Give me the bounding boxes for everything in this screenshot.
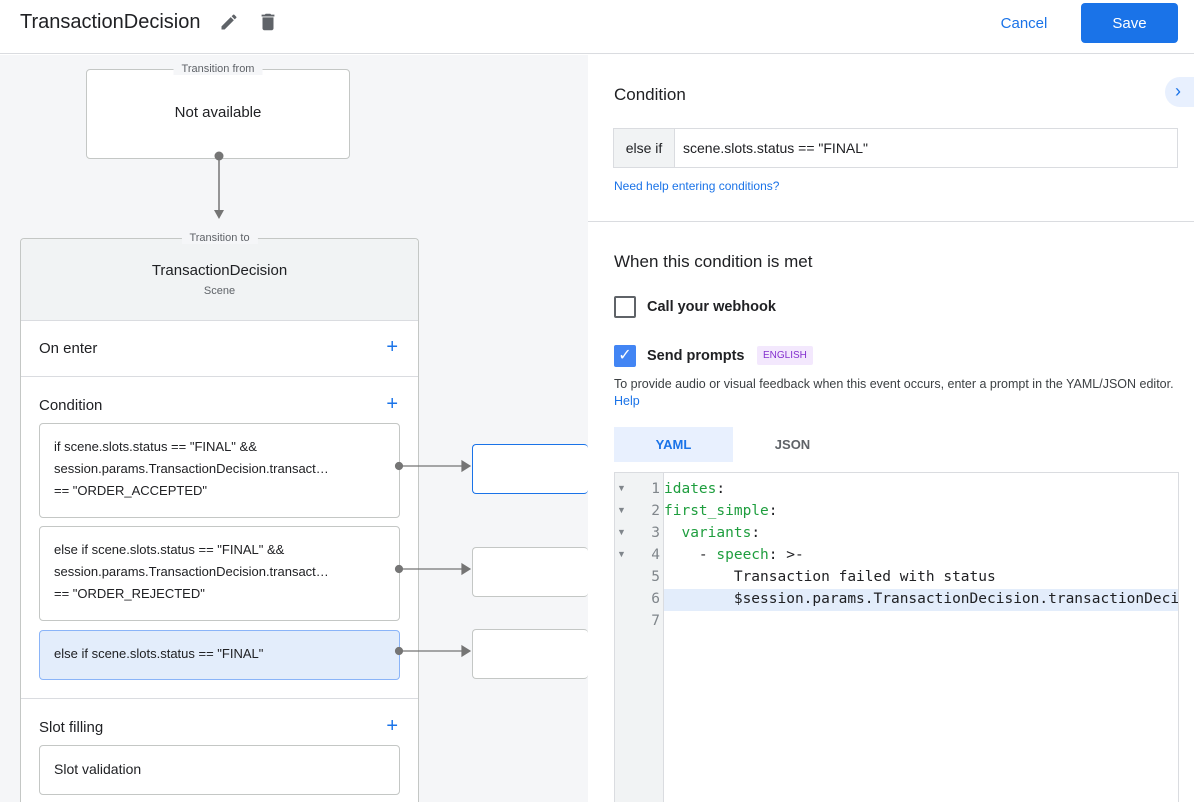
pencil-icon[interactable] bbox=[219, 12, 239, 32]
save-button[interactable]: Save bbox=[1081, 3, 1178, 43]
condition-text: session.params.TransactionDecision.trans… bbox=[54, 564, 329, 579]
condition-item[interactable]: else if scene.slots.status == "FINAL" &&… bbox=[39, 526, 400, 621]
scene-type: Scene bbox=[203, 285, 236, 297]
prompt-description: To provide audio or visual feedback when… bbox=[614, 376, 1174, 410]
language-badge: ENGLISH bbox=[757, 346, 813, 365]
condition-connectors bbox=[394, 459, 472, 658]
line-number: 6 bbox=[651, 591, 660, 607]
prompts-checkbox[interactable]: ✓ bbox=[614, 345, 636, 367]
transition-from-value: Not available bbox=[174, 104, 262, 121]
code-line: first_simple: bbox=[664, 503, 778, 519]
flow-canvas: Transition from Not available Transition… bbox=[0, 55, 588, 802]
condition-text: else if scene.slots.status == "FINAL" && bbox=[54, 542, 285, 557]
slot-validation-item[interactable]: Slot validation bbox=[39, 745, 400, 795]
condition-panel: › Condition else if scene.slots.status =… bbox=[588, 55, 1194, 802]
active-line-highlight bbox=[664, 589, 1178, 611]
condition-input-group: else if scene.slots.status == "FINAL" bbox=[613, 128, 1178, 168]
condition-item-selected[interactable]: else if scene.slots.status == "FINAL" bbox=[39, 630, 400, 680]
code-key: idates bbox=[664, 481, 717, 497]
trash-icon[interactable] bbox=[257, 11, 279, 33]
help-link[interactable]: Help bbox=[614, 394, 640, 408]
condition-label: Condition bbox=[39, 397, 103, 414]
code-key: first_simple bbox=[664, 503, 769, 519]
condition-text: else if scene.slots.status == "FINAL" bbox=[54, 646, 264, 661]
page-title: TransactionDecision bbox=[20, 11, 201, 33]
code-rest: : bbox=[768, 503, 778, 519]
tab-yaml[interactable]: YAML bbox=[614, 427, 733, 462]
code-line: - speech: >- bbox=[664, 547, 804, 563]
fold-arrow-icon[interactable]: ▼ bbox=[617, 527, 626, 537]
on-enter-label: On enter bbox=[39, 340, 98, 357]
webhook-label: Call your webhook bbox=[647, 299, 776, 315]
code-indent bbox=[664, 525, 681, 541]
add-on-enter-icon[interactable]: + bbox=[386, 336, 398, 358]
code-line: idates: bbox=[664, 481, 725, 497]
line-number: 2 bbox=[651, 503, 660, 519]
slot-validation-label: Slot validation bbox=[54, 761, 142, 777]
condition-title: Condition bbox=[614, 85, 686, 104]
scene-name: TransactionDecision bbox=[151, 262, 288, 279]
add-condition-icon[interactable]: + bbox=[386, 393, 398, 415]
condition-prefix: else if bbox=[614, 129, 675, 167]
code-key: speech bbox=[716, 547, 769, 563]
editor-gutter bbox=[615, 473, 664, 802]
condition-section: Condition + if scene.slots.status == "FI… bbox=[21, 376, 418, 698]
collapse-panel-chevron-icon[interactable]: › bbox=[1165, 77, 1194, 107]
transition-from-legend: Transition from bbox=[173, 63, 263, 75]
prompts-label: Send prompts bbox=[647, 348, 745, 364]
condition-item[interactable]: if scene.slots.status == "FINAL" && sess… bbox=[39, 423, 400, 518]
condition-target-node[interactable] bbox=[472, 444, 588, 494]
connector-arrow bbox=[214, 151, 224, 219]
condition-text: == "ORDER_ACCEPTED" bbox=[54, 483, 207, 498]
code-rest: : >- bbox=[768, 547, 804, 563]
add-slot-icon[interactable]: + bbox=[386, 715, 398, 737]
fold-arrow-icon[interactable]: ▼ bbox=[617, 505, 626, 515]
fold-arrow-icon[interactable]: ▼ bbox=[617, 483, 626, 493]
code-line: variants: bbox=[664, 525, 760, 541]
webhook-checkbox[interactable] bbox=[614, 296, 636, 318]
fold-arrow-icon[interactable]: ▼ bbox=[617, 549, 626, 559]
slot-filling-label: Slot filling bbox=[39, 719, 104, 736]
slot-filling-section: Slot filling + Slot validation bbox=[21, 698, 418, 802]
met-title: When this condition is met bbox=[614, 252, 813, 271]
description-text: To provide audio or visual feedback when… bbox=[614, 377, 1174, 391]
code-key: variants bbox=[681, 525, 752, 541]
line-number: 3 bbox=[651, 525, 660, 541]
code-line: Transaction failed with status bbox=[664, 569, 996, 585]
condition-text: if scene.slots.status == "FINAL" && bbox=[54, 439, 257, 454]
top-bar: TransactionDecision Cancel Save bbox=[0, 0, 1194, 54]
transition-to-legend: Transition to bbox=[181, 232, 258, 244]
divider bbox=[588, 221, 1194, 222]
scene-header: Transition to TransactionDecision Scene bbox=[21, 232, 418, 320]
tab-json[interactable]: JSON bbox=[774, 437, 811, 452]
line-number: 1 bbox=[651, 481, 660, 497]
code-line: $session.params.TransactionDecision.tran… bbox=[664, 591, 1179, 607]
line-number: 5 bbox=[651, 569, 660, 585]
condition-text: == "ORDER_REJECTED" bbox=[54, 586, 205, 601]
condition-input[interactable]: scene.slots.status == "FINAL" bbox=[683, 140, 869, 156]
line-number: 4 bbox=[651, 547, 660, 563]
line-number: 7 bbox=[651, 613, 660, 629]
code-rest: : bbox=[751, 525, 761, 541]
code-rest: : bbox=[716, 481, 726, 497]
cancel-button[interactable]: Cancel bbox=[1000, 14, 1048, 32]
scene-card: Transition to TransactionDecision Scene … bbox=[20, 232, 419, 802]
condition-text: session.params.TransactionDecision.trans… bbox=[54, 461, 329, 476]
transition-from-box: Transition from Not available bbox=[86, 63, 350, 159]
condition-target-node[interactable] bbox=[472, 629, 588, 679]
help-conditions-link[interactable]: Need help entering conditions? bbox=[614, 179, 780, 193]
code-indent: - bbox=[664, 547, 717, 563]
on-enter-section[interactable]: On enter + bbox=[21, 320, 418, 376]
condition-target-node[interactable] bbox=[472, 547, 588, 597]
